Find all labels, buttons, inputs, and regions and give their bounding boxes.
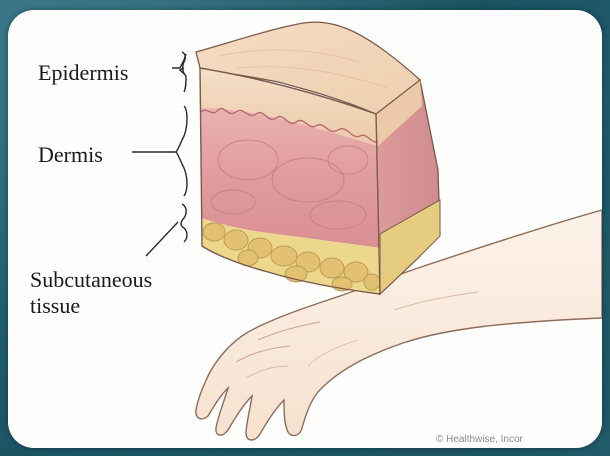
label-brackets — [132, 52, 187, 256]
subcutaneous-leader — [146, 222, 178, 256]
skin-layers-diagram: Epidermis Dermis Subcutaneous tissue © H… — [8, 10, 602, 448]
label-dermis: Dermis — [38, 142, 103, 167]
dermis-bracket — [176, 106, 187, 196]
label-epidermis: Epidermis — [38, 60, 128, 85]
label-tissue: tissue — [30, 293, 80, 318]
label-subcutaneous: Subcutaneous — [30, 267, 152, 292]
illustration-card: Epidermis Dermis Subcutaneous tissue © H… — [8, 10, 602, 448]
subcutaneous-bracket — [181, 204, 187, 242]
copyright-credit: © Healthwise, Incor — [436, 434, 524, 445]
skin-cross-section-block — [196, 22, 440, 294]
